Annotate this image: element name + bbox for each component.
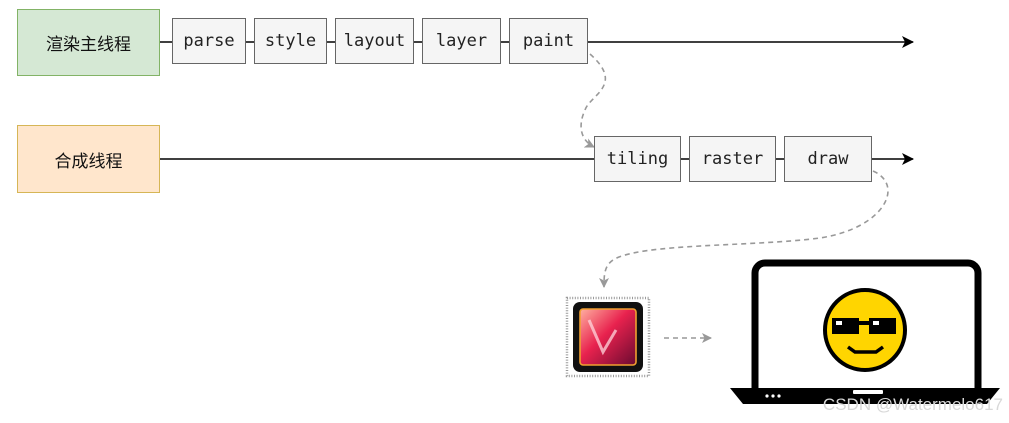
sunglasses-smiley-icon (823, 288, 907, 372)
main-thread-box: 渲染主线程 (17, 9, 160, 76)
draw-to-gpu-arrow (599, 170, 889, 288)
stage-tiling: tiling (594, 136, 681, 182)
stage-raster: raster (689, 136, 776, 182)
paint-to-tiling-arrow (580, 53, 607, 148)
stage-layout: layout (335, 18, 414, 64)
stage-style: style (254, 18, 327, 64)
compositor-thread-box: 合成线程 (17, 125, 160, 193)
stage-parse: parse (172, 18, 246, 64)
stage-paint: paint (509, 18, 588, 64)
watermark: CSDN @Watermelo617 (822, 395, 1003, 414)
stage-draw: draw (784, 136, 872, 182)
gpu-chip-icon (565, 296, 651, 378)
stage-layer: layer (422, 18, 501, 64)
